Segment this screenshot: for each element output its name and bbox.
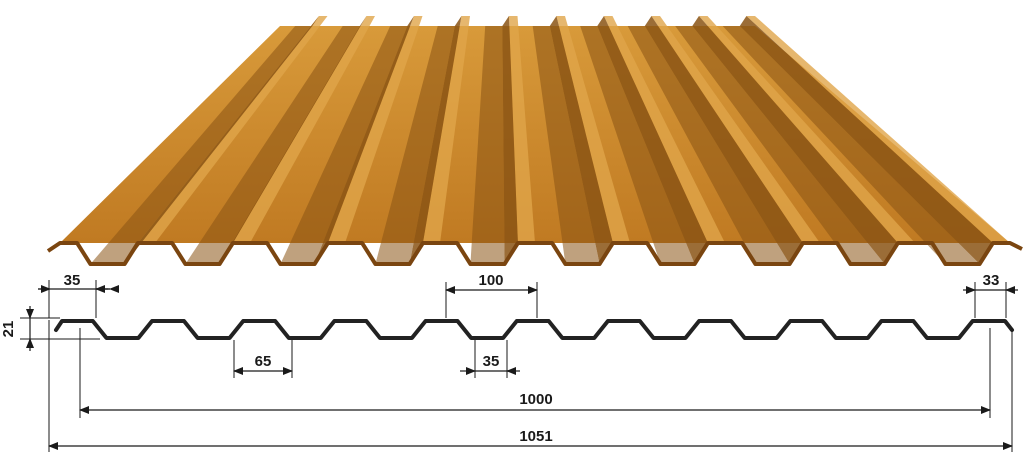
sheet-trough (90, 26, 313, 264)
dim-edge-right: 33 (983, 272, 1000, 289)
sheet-rib-highlight (327, 16, 423, 243)
sheet-rib-highlight (556, 16, 630, 243)
sheet-rib-highlight (651, 16, 820, 243)
roof-sheet-3d (46, 16, 1023, 266)
sheet-rib-slope (549, 16, 613, 264)
sheet-trough (722, 26, 980, 264)
dim-bottom-width: 65 (255, 353, 272, 370)
sheet-front-edge (46, 241, 1023, 266)
sheet-cross-section-profile (54, 319, 1014, 340)
sheet-rib-slope (739, 16, 993, 264)
dim-useful-width: 1000 (519, 391, 552, 408)
sheet-rib-slope (409, 16, 462, 264)
sheet-rib-highlight (746, 16, 1010, 243)
dim-height: 21 (0, 321, 17, 338)
sheet-rib-slope (502, 16, 518, 264)
sheet-rib-slope (644, 16, 803, 264)
sheet-trough (627, 26, 790, 264)
sheet-trough (185, 26, 360, 264)
sheet-trough (375, 26, 455, 264)
sheet-trough (580, 26, 695, 264)
sheet-rib-highlight (698, 16, 915, 243)
sheet-rib-highlight (603, 16, 725, 243)
dim-top-flange-left: 35 (64, 272, 81, 289)
sheet-rib-slope (692, 16, 898, 264)
sheet-rib-slope (314, 16, 414, 264)
dim-top-width: 35 (483, 353, 500, 370)
sheet-trough (470, 26, 505, 264)
sheet-trough (280, 26, 408, 264)
dim-full-width: 1051 (519, 428, 552, 445)
sheet-rib-slope (124, 16, 319, 264)
sheet-rib-highlight (232, 16, 375, 243)
sheet-rib-highlight (508, 16, 535, 243)
sheet-trough (675, 26, 885, 264)
sheet-rib-slope (597, 16, 708, 264)
dimension-lines (20, 280, 1018, 452)
sheet-rib-highlight (422, 16, 470, 243)
sheet-trough (532, 26, 600, 264)
dim-pitch: 100 (478, 272, 503, 289)
sheet-rib-slope (219, 16, 367, 264)
